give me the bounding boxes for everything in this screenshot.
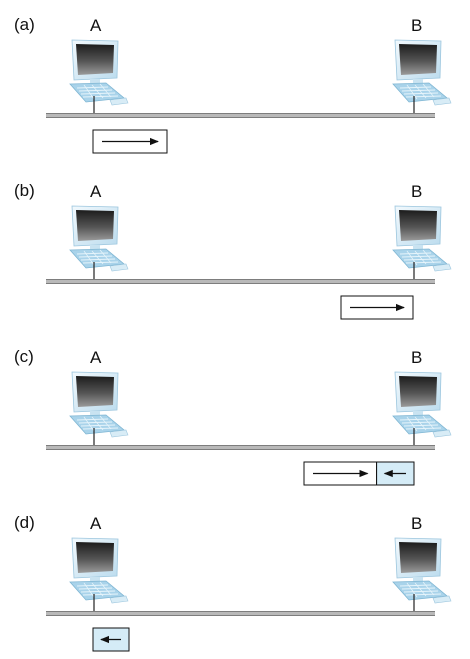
panel-b: (b) A B xyxy=(14,181,452,320)
computer-icon xyxy=(69,537,129,604)
shared-bus xyxy=(46,445,435,450)
shared-bus xyxy=(46,279,435,284)
panel-label: (c) xyxy=(14,347,34,366)
panel-label: (d) xyxy=(14,513,35,532)
computer-icon xyxy=(69,205,129,272)
station-b-label: B xyxy=(411,182,422,201)
station-a-label: A xyxy=(90,182,102,201)
station-a-label: A xyxy=(90,514,102,533)
computer-icon xyxy=(392,39,452,106)
station-b-label: B xyxy=(411,348,422,367)
signal-frame xyxy=(303,461,415,486)
station-a-label: A xyxy=(90,16,102,35)
computer-icon xyxy=(392,371,452,438)
computer-icon xyxy=(69,39,129,106)
panel-label: (a) xyxy=(14,15,35,34)
computer-icon xyxy=(69,371,129,438)
panel-label: (b) xyxy=(14,181,35,200)
computer-icon xyxy=(392,537,452,604)
computer-icon xyxy=(392,205,452,272)
station-b-label: B xyxy=(411,514,422,533)
shared-bus xyxy=(46,611,435,616)
station-b-label: B xyxy=(411,16,422,35)
signal-frame xyxy=(92,129,168,154)
panel-d: (d) A B xyxy=(14,513,452,652)
panel-a: (a) A B xyxy=(14,15,452,154)
shared-bus xyxy=(46,113,435,118)
signal-frame xyxy=(92,627,130,652)
panel-c: (c) A B xyxy=(14,347,452,486)
station-a-label: A xyxy=(90,348,102,367)
signal-frame xyxy=(340,295,414,320)
